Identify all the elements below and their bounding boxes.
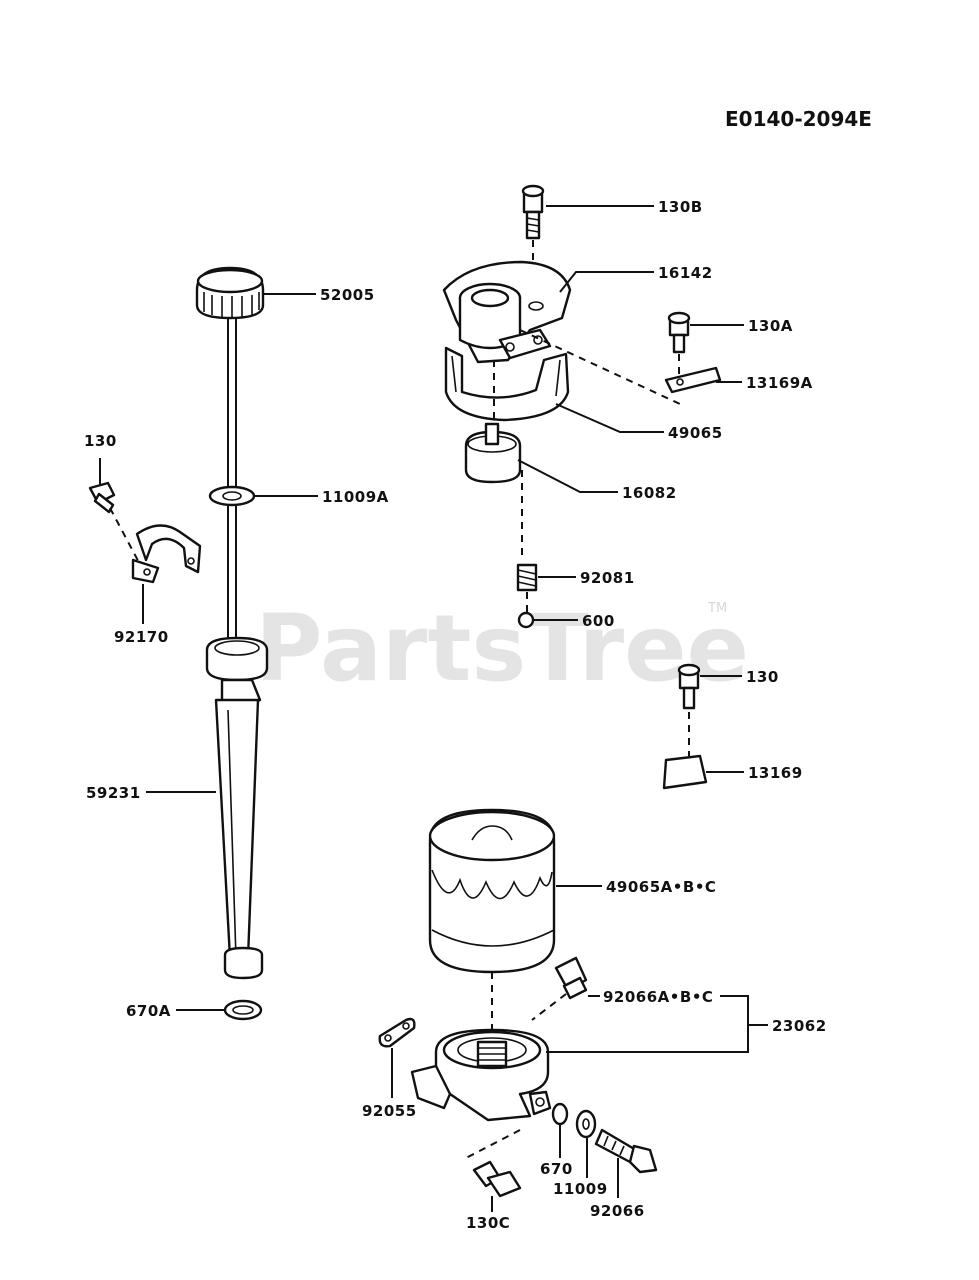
label-16082[interactable]: 16082 [622, 484, 677, 502]
oil-filter-49065ABC[interactable] [428, 808, 556, 974]
label-11009[interactable]: 11009 [553, 1180, 608, 1198]
oil-filler-cap[interactable] [195, 266, 265, 320]
washer-11009[interactable] [575, 1109, 597, 1139]
relief-valve-92066ABC[interactable] [554, 956, 588, 1000]
label-52005[interactable]: 52005 [320, 286, 375, 304]
label-92066[interactable]: 92066 [590, 1202, 645, 1220]
pump-housing-16142[interactable] [442, 260, 572, 364]
label-670[interactable]: 670 [540, 1160, 573, 1178]
label-92170[interactable]: 92170 [114, 628, 169, 646]
dipstick-rod[interactable] [227, 318, 237, 640]
label-92055[interactable]: 92055 [362, 1102, 417, 1120]
pump-cover-49065[interactable] [444, 346, 570, 422]
label-600[interactable]: 600 [582, 612, 615, 630]
plate-13169A[interactable] [664, 366, 722, 394]
filter-base-23062[interactable] [410, 1028, 552, 1122]
relief-valve-16082[interactable] [464, 422, 522, 484]
plate-13169[interactable] [662, 754, 708, 790]
o-ring-670[interactable] [551, 1102, 569, 1126]
filler-tube[interactable] [205, 636, 269, 980]
bolt-130-right[interactable] [677, 663, 701, 710]
label-130A[interactable]: 130A [748, 317, 793, 335]
bolt-130A[interactable] [667, 311, 691, 354]
spring-92081[interactable] [516, 563, 538, 592]
gasket-92055[interactable] [378, 1017, 416, 1048]
diagram-code: E0140-2094E [725, 107, 872, 131]
bolt-130-left[interactable] [88, 481, 116, 514]
label-13169[interactable]: 13169 [748, 764, 803, 782]
label-11009A[interactable]: 11009A [322, 488, 389, 506]
label-16142[interactable]: 16142 [658, 264, 713, 282]
watermark: PartsTree [255, 595, 749, 702]
label-92066ABC[interactable]: 92066A•B•C [603, 988, 713, 1006]
ball-600[interactable] [517, 611, 535, 629]
o-ring-670A[interactable] [223, 999, 263, 1021]
label-130B[interactable]: 130B [658, 198, 703, 216]
leader-lines [99, 205, 768, 1212]
label-92081[interactable]: 92081 [580, 569, 635, 587]
bolt-130B[interactable] [521, 184, 545, 240]
label-130-left[interactable]: 130 [84, 432, 117, 450]
label-49065[interactable]: 49065 [668, 424, 723, 442]
label-59231[interactable]: 59231 [86, 784, 141, 802]
watermark-trademark: TM [707, 601, 727, 616]
bolt-130C[interactable] [472, 1160, 522, 1198]
label-23062[interactable]: 23062 [772, 1017, 827, 1035]
label-130C[interactable]: 130C [466, 1214, 510, 1232]
o-ring-11009A[interactable] [208, 485, 256, 507]
bolt-92066[interactable] [594, 1128, 658, 1174]
label-130-right[interactable]: 130 [746, 668, 779, 686]
label-13169A[interactable]: 13169A [746, 374, 813, 392]
clamp-92170[interactable] [131, 524, 202, 584]
label-670A[interactable]: 670A [126, 1002, 171, 1020]
label-49065ABC[interactable]: 49065A•B•C [606, 878, 716, 896]
